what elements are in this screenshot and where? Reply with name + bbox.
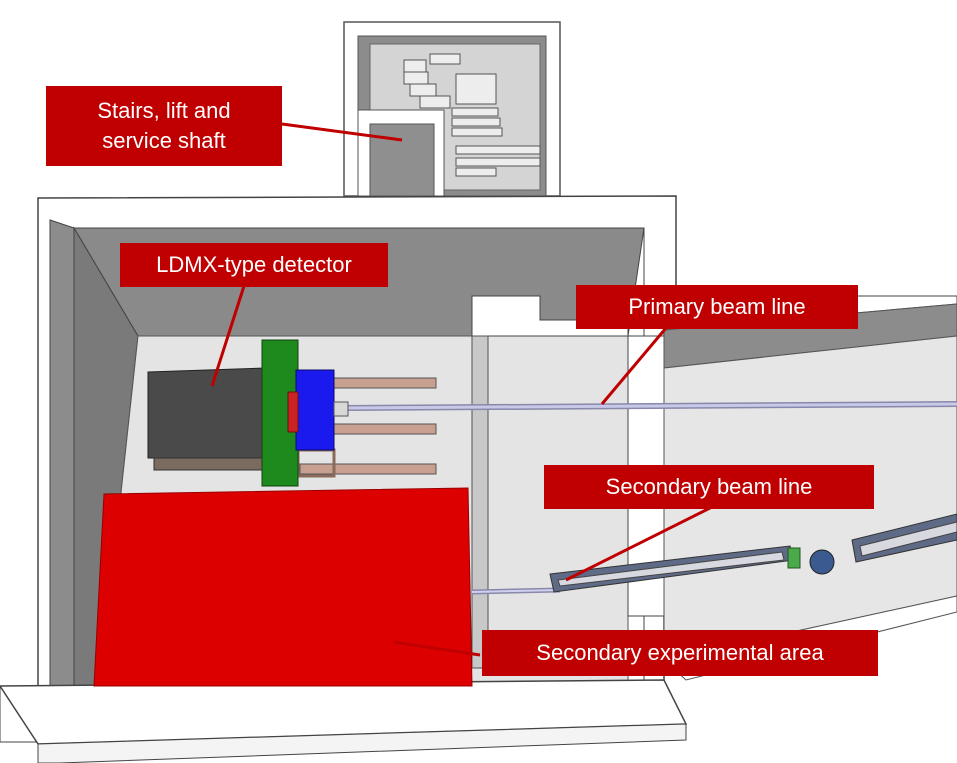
hcal-block <box>147 367 267 459</box>
callout-secondary-area: Secondary experimental area <box>482 630 878 676</box>
secondary-area-block <box>93 487 473 687</box>
callout-detector: LDMX-type detector <box>120 243 388 287</box>
callout-secondary-beam: Secondary beam line <box>544 465 874 509</box>
callout-stairs: Stairs, lift and service shaft <box>46 86 282 166</box>
magnet-coil <box>295 369 335 451</box>
callout-primary-beam: Primary beam line <box>576 285 858 329</box>
primary-beam-pipe <box>345 401 957 411</box>
callout-primary-text: Primary beam line <box>628 294 806 319</box>
magnet-connector <box>787 547 801 569</box>
detector-base <box>153 457 267 471</box>
leader-lines <box>210 122 715 657</box>
callout-secondary-beam-text: Secondary beam line <box>605 474 813 499</box>
rail <box>299 463 437 475</box>
callout-secondary-area-text: Secondary experimental area <box>536 640 824 665</box>
stairs <box>403 53 541 177</box>
stair-shaft <box>343 21 561 197</box>
valve <box>809 549 835 575</box>
callout-detector-text: LDMX-type detector <box>156 252 352 277</box>
secondary-beam <box>471 513 957 595</box>
beam-flange <box>333 401 349 417</box>
ldmx-detector <box>147 339 437 487</box>
target-region <box>287 391 299 433</box>
callout-stairs-line2: service shaft <box>102 128 226 153</box>
callout-stairs-line1: Stairs, lift and <box>97 98 231 123</box>
